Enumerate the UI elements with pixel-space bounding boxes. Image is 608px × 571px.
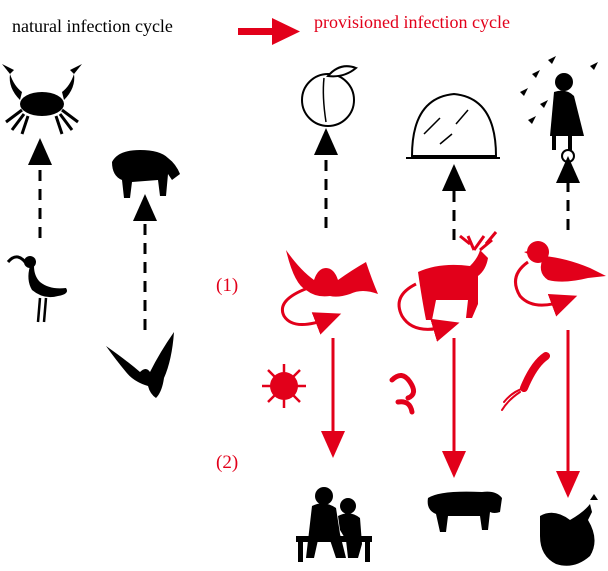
deer-icon	[418, 232, 496, 320]
peach-icon	[302, 66, 356, 126]
cow-icon	[428, 492, 502, 532]
worm-icon	[392, 375, 414, 412]
hay-icon	[406, 94, 500, 158]
virus-icon	[262, 364, 306, 408]
bacterium-icon	[502, 356, 546, 410]
ibis-icon	[8, 256, 67, 322]
fruit-bat-icon	[286, 250, 378, 297]
tapir-icon	[112, 150, 180, 198]
bird-feeder-person-icon	[520, 56, 598, 162]
chicken-icon	[540, 494, 598, 566]
legend-arrow-icon	[238, 18, 300, 45]
crab-icon	[2, 64, 82, 134]
songbird-icon	[524, 241, 606, 282]
elderly-couple-icon	[296, 487, 372, 562]
bat-icon	[106, 332, 174, 398]
